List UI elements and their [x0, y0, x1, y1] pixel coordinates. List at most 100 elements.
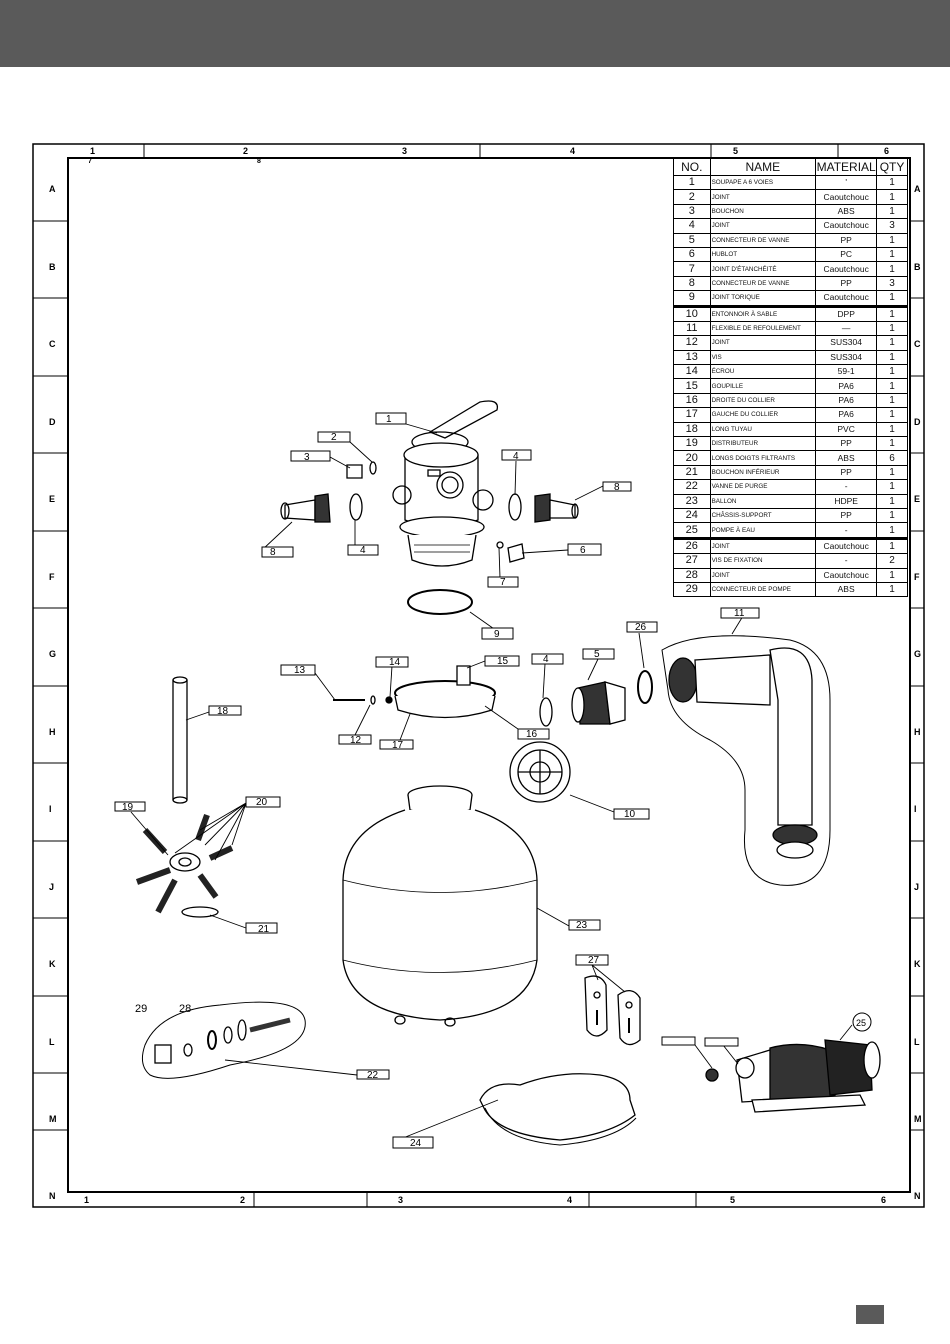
row-label: K	[914, 959, 921, 969]
table-cell-qty: 1	[876, 304, 908, 322]
col-label: 2	[243, 146, 248, 156]
column-header: NO.	[673, 158, 711, 176]
table-cell-name: JOINT	[709, 567, 817, 583]
callout-label: 21	[258, 924, 270, 935]
table-cell-name: LONGS DOIGTS FILTRANTS	[709, 450, 817, 466]
table-cell-name: SOUPAPE A 6 VOIES	[709, 174, 817, 191]
table-cell-material: DPP	[815, 304, 878, 322]
callout-label: 12	[350, 735, 362, 746]
fixing-screws-part	[584, 975, 641, 1046]
row-label: C	[914, 339, 921, 349]
table-cell-material: -	[815, 522, 878, 539]
table-cell-no: 11	[673, 320, 711, 337]
table-cell-material: PVC	[815, 421, 878, 438]
table-cell-no: 8	[673, 275, 711, 292]
row-label: E	[914, 494, 920, 504]
table-cell-no: 1	[673, 174, 711, 191]
row-label: A	[49, 184, 56, 194]
base-stand-part	[479, 1073, 637, 1146]
table-cell-no: 2	[673, 189, 711, 205]
table-cell-name: BALLON	[709, 493, 817, 509]
callout-label: 16	[526, 729, 538, 740]
valve-connector-right-part	[508, 493, 579, 523]
row-label: I	[914, 804, 917, 814]
callout-label: 5	[594, 649, 600, 660]
table-cell-no: 29	[673, 581, 711, 598]
table-cell-material: PC	[815, 246, 878, 263]
table-cell-qty: 2	[876, 553, 908, 569]
callout-label: 15	[497, 656, 509, 667]
col-label: 6	[881, 1195, 886, 1205]
table-cell-qty: 1	[876, 392, 908, 409]
column-header: QTY	[876, 158, 908, 176]
stray-mark: 8	[257, 158, 261, 165]
table-cell-name: GOUPILLE	[709, 378, 817, 394]
callout-label: 13	[294, 665, 306, 676]
row-label: E	[49, 494, 55, 504]
callout-label: 24	[410, 1138, 422, 1149]
o-ring-part	[369, 461, 377, 475]
col-label: 3	[398, 1195, 403, 1205]
table-cell-no: 4	[673, 218, 711, 234]
table-cell-qty: 1	[876, 203, 908, 220]
table-cell-material: PP	[815, 275, 878, 292]
col-label: 1	[84, 1195, 89, 1205]
row-label: F	[49, 572, 55, 582]
table-cell-name: BOUCHON INFÉRIEUR	[709, 464, 817, 481]
table-cell-no: 9	[673, 290, 711, 307]
col-label: 2	[240, 1195, 245, 1205]
table-cell-name: CONNECTEUR DE VANNE	[709, 232, 817, 248]
table-cell-name: VANNE DE PURGE	[709, 479, 817, 495]
table-cell-qty: 1	[876, 364, 908, 380]
header-bar	[0, 0, 950, 67]
table-cell-no: 22	[673, 479, 711, 495]
row-label: K	[49, 959, 56, 969]
callout-label: 8	[270, 547, 276, 558]
callout-label: 25	[856, 1018, 866, 1028]
table-cell-qty: 1	[876, 493, 908, 509]
table-cell-no: 16	[673, 392, 711, 409]
table-cell-name: FLEXIBLE DE REFOULEMENT	[709, 320, 817, 337]
table-cell-material: ABS	[815, 581, 878, 598]
col-label: 1	[90, 146, 95, 156]
table-cell-material: Caoutchouc	[815, 567, 878, 583]
row-label: N	[914, 1191, 921, 1201]
filter-tank-part	[342, 785, 538, 1027]
table-cell-no: 5	[673, 232, 711, 248]
table-header-row: NO. NAME MATERIAL QTY	[673, 158, 908, 176]
table-cell-qty: 1	[876, 232, 908, 248]
table-cell-qty: 3	[876, 275, 908, 292]
table-cell-qty: 1	[876, 536, 908, 555]
table-cell-material: Caoutchouc	[815, 218, 878, 234]
col-label: 4	[570, 146, 575, 156]
table-cell-no: 12	[673, 335, 711, 351]
sand-funnel-part	[509, 741, 571, 803]
table-cell-name: BOUCHON	[709, 203, 817, 220]
discharge-hose-part	[661, 635, 831, 886]
gasket-part	[539, 697, 553, 727]
table-cell-no: 18	[673, 421, 711, 438]
table-cell-qty: 3	[876, 218, 908, 234]
table-cell-qty: 1	[876, 479, 908, 495]
table-cell-qty: 1	[876, 407, 908, 423]
table-cell-qty: 1	[876, 261, 908, 277]
table-cell-material: Caoutchouc	[815, 189, 878, 205]
row-label: N	[49, 1191, 56, 1201]
callout-label: 8	[614, 482, 620, 493]
row-label: H	[914, 727, 921, 737]
table-cell-name: DISTRIBUTEUR	[709, 436, 817, 452]
table-cell-material: Caoutchouc	[815, 536, 878, 555]
